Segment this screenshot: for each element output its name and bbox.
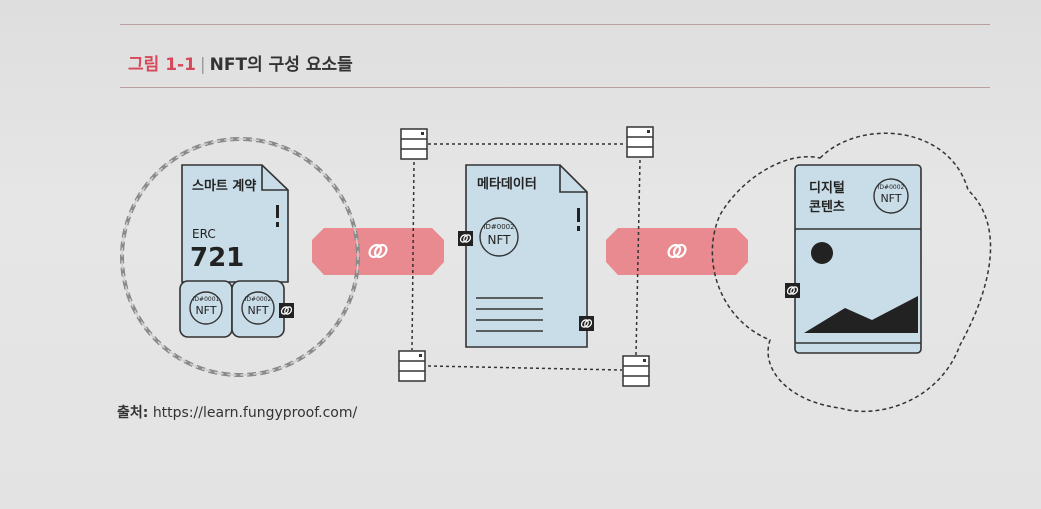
digital-content-token-id: ID#0002 [878,184,905,191]
token-label-2: NFT [247,304,268,317]
server-node-icon [622,355,650,387]
digital-content-cloud [711,132,992,413]
link-band-left [312,228,444,275]
figure-caption: 그림 1-1|NFT의 구성 요소들 [128,55,353,75]
source-url: https://learn.fungyproof.com/ [152,405,358,421]
token-id-2: ID#0002 [245,296,272,303]
erc-number: 721 [190,243,244,273]
erc-label: ERC [192,227,216,241]
digital-content-card: 디지털 콘텐츠 ID#0002 NFT [785,164,922,354]
source-credit: 출처: https://learn.fungyproof.com/ [117,402,357,422]
smart-contract-card: 스마트 계약 ERC 721 ID#0001 NFT ID#0002 NFT [179,164,294,338]
digital-content-title-1: 디지털 [809,180,845,196]
smart-contract-title: 스마트 계약 [192,178,256,194]
caption-rule [120,87,990,88]
source-prefix: 출처: [117,405,149,421]
figure-number: 그림 1-1 [128,55,196,75]
digital-content-token-label: NFT [880,192,901,205]
digital-content-title-2: 콘텐츠 [809,199,845,215]
sun-icon [811,242,833,264]
token-id-1: ID#0001 [193,296,220,303]
link-band-right [606,228,748,275]
metadata-token-label: NFT [488,233,512,247]
metadata-token-id: ID#0002 [483,223,514,231]
top-rule [120,24,990,25]
server-node-icon [400,128,428,160]
network-lines [411,143,641,371]
metadata-card: 메타데이터 ID#0002 NFT [458,164,594,348]
server-node-icon [626,126,654,158]
figure-title: NFT의 구성 요소들 [209,55,353,75]
token-label-1: NFT [195,304,216,317]
image-mountain-icon [804,296,918,333]
metadata-title: 메타데이터 [477,176,537,192]
server-node-icon [398,350,426,382]
